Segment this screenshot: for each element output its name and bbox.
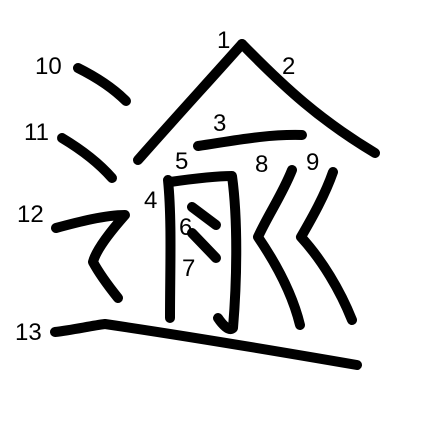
stroke-number-10: 10 (35, 53, 62, 80)
stroke-12 (51, 210, 130, 303)
stroke-number-2: 2 (282, 53, 295, 80)
stroke-4 (163, 175, 176, 323)
stroke-13 (50, 319, 362, 370)
stroke-5 (165, 171, 242, 334)
stroke-number-4: 4 (144, 187, 157, 214)
stroke-3 (193, 129, 307, 151)
stroke-8 (253, 165, 305, 330)
stroke-number-9: 9 (306, 149, 319, 176)
stroke-number-5: 5 (175, 148, 188, 175)
stroke-number-3: 3 (213, 110, 226, 137)
stroke-11 (57, 133, 117, 183)
stroke-6 (187, 202, 221, 230)
stroke-number-7: 7 (182, 255, 195, 282)
stroke-number-11: 11 (24, 119, 49, 146)
stroke-number-8: 8 (255, 151, 268, 178)
stroke-1 (133, 39, 247, 165)
stroke-number-1: 1 (217, 27, 230, 54)
stroke-number-6: 6 (179, 214, 192, 241)
stroke-number-12: 12 (17, 201, 44, 228)
stroke-9 (296, 167, 357, 325)
stroke-7 (187, 228, 221, 263)
stroke-number-13: 13 (15, 319, 42, 346)
stroke-10 (73, 63, 131, 106)
stroke-2 (237, 39, 380, 158)
